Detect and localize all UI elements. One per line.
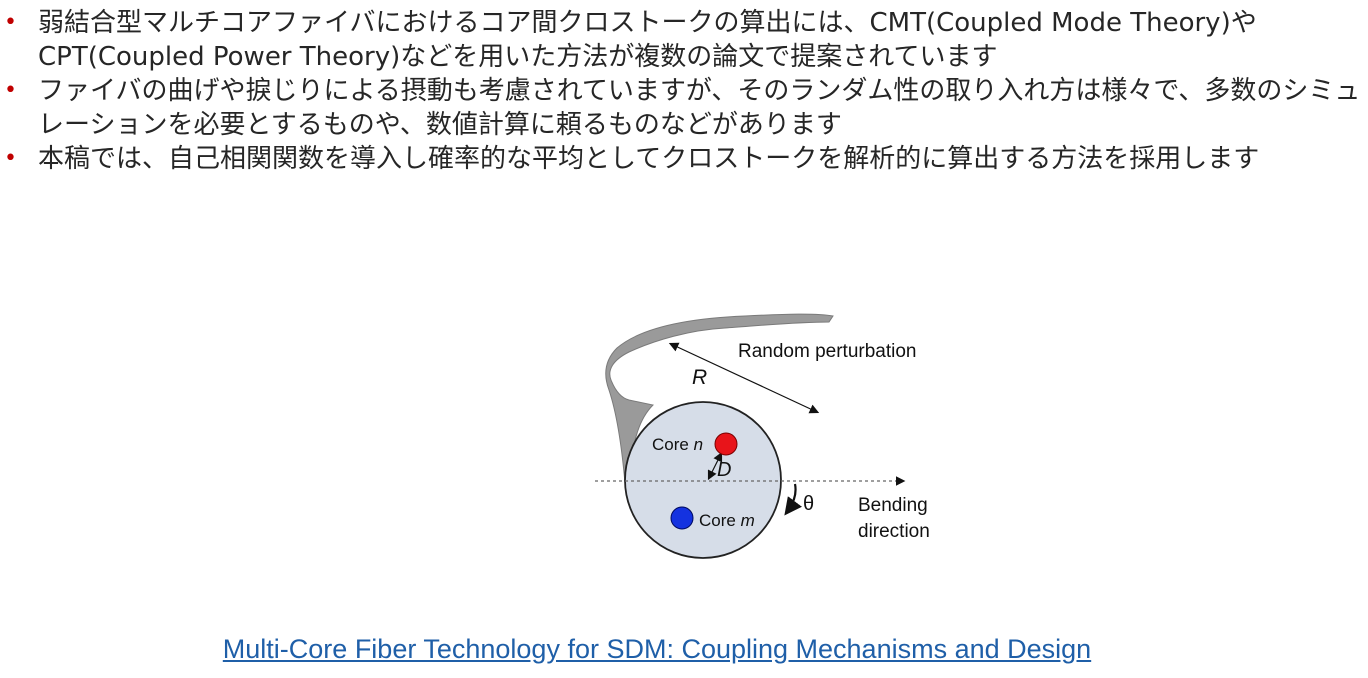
- label-core-n-prefix: Core: [652, 435, 694, 454]
- reference-link[interactable]: Multi-Core Fiber Technology for SDM: Cou…: [222, 634, 1092, 664]
- fiber-cross-section: [624, 401, 782, 559]
- bullet-dot-icon: •: [4, 78, 17, 103]
- bullet-dot-icon: •: [4, 10, 17, 35]
- label-r: R: [692, 366, 707, 389]
- bullet-item-1: • 弱結合型マルチコアファイバにおけるコア間クロストークの算出には、CMT(Co…: [0, 6, 1368, 74]
- theta-arrow: [784, 483, 802, 516]
- label-bending: Bending: [858, 495, 928, 516]
- bullet-list: • 弱結合型マルチコアファイバにおけるコア間クロストークの算出には、CMT(Co…: [0, 6, 1368, 176]
- core-n-dot: [714, 432, 738, 456]
- label-core-m-prefix: Core: [699, 511, 741, 530]
- bullet-item-3: • 本稿では、自己相関関数を導入し確率的な平均としてクロストークを解析的に算出す…: [0, 142, 1368, 176]
- label-direction: direction: [858, 521, 930, 542]
- label-core-n: Core n: [652, 435, 703, 454]
- radius-arrow: [668, 342, 820, 414]
- label-random-perturbation: Random perturbation: [738, 341, 917, 362]
- label-d: D: [717, 459, 731, 481]
- bullet-text-2: ファイバの曲げや捩じりによる摂動も考慮されていますが、そのランダム性の取り入れ方…: [38, 76, 1361, 140]
- fiber-diagram: Random perturbation R Core n D Core m θ …: [585, 308, 955, 568]
- label-core-n-var: n: [694, 435, 703, 454]
- bullet-dot-icon: •: [4, 146, 17, 171]
- bullet-item-2: • ファイバの曲げや捩じりによる摂動も考慮されていますが、そのランダム性の取り入…: [0, 74, 1368, 142]
- core-m-dot: [670, 506, 694, 530]
- fiber-diagram-svg: Random perturbation R Core n D Core m θ …: [595, 313, 930, 559]
- bullet-text-3: 本稿では、自己相関関数を導入し確率的な平均としてクロストークを解析的に算出する方…: [38, 144, 1260, 174]
- distance-arrow: [707, 451, 723, 481]
- label-core-m-var: m: [741, 511, 755, 530]
- bullet-text-1: 弱結合型マルチコアファイバにおけるコア間クロストークの算出には、CMT(Coup…: [38, 8, 1257, 72]
- label-core-m: Core m: [699, 511, 755, 530]
- label-theta: θ: [803, 493, 814, 515]
